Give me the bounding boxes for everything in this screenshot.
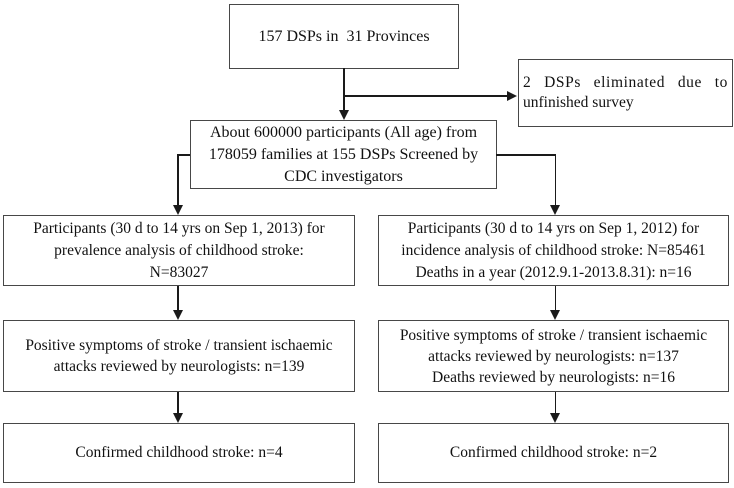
box-text-line: attacks reviewed by neurologists: n=139 <box>53 358 305 375</box>
box-text-line: incidence analysis of childhood stroke: … <box>401 241 706 259</box>
box-incidence-analysis: Participants (30 d to 14 yrs on Sep 1, 2… <box>378 215 729 286</box>
connector-screened-to-incidence-h <box>496 154 556 156</box>
box-text-line: Positive symptoms of stroke / transient … <box>399 326 708 344</box>
arrow-down-icon <box>173 205 183 215</box>
arrow-right-icon <box>507 91 517 101</box>
arrow-down-icon <box>550 413 560 423</box>
box-text-line: N=83027 <box>149 263 209 281</box>
box-text-line: Confirmed childhood stroke: n=4 <box>75 444 283 461</box>
box-text-line: attacks reviewed by neurologists: n=137 <box>428 347 679 365</box>
connector-top-to-screened <box>343 68 345 112</box>
box-text-line: Participants (30 d to 14 yrs on Sep 1, 2… <box>407 219 700 237</box>
box-text-line: unfinished survey <box>523 94 634 111</box>
connector-screened-to-prevalence-v <box>177 154 179 206</box>
box-dsps-eliminated: 2 DSPs eliminated due to unfinished surv… <box>518 59 733 127</box>
connector-screened-to-incidence-v <box>554 154 556 206</box>
box-text-line: 178059 families at 155 DSPs Screened by <box>208 145 479 163</box>
connector-incidence-to-positive <box>554 286 556 312</box>
connector-positive-to-confirmed-right <box>554 392 556 414</box>
box-positive-symptoms-incidence: Positive symptoms of stroke / transient … <box>378 320 729 392</box>
box-text-line: About 600000 participants (All age) from <box>209 123 478 141</box>
arrow-down-icon <box>550 310 560 320</box>
box-text-line: Confirmed childhood stroke: n=2 <box>449 444 658 461</box>
box-text-line: Deaths in a year (2012.9.1-2013.8.31): n… <box>415 263 692 281</box>
box-text-line: 157 DSPs in 31 Provinces <box>258 27 430 45</box>
connector-prevalence-to-positive <box>177 286 179 312</box>
box-prevalence-analysis: Participants (30 d to 14 yrs on Sep 1, 2… <box>3 215 355 286</box>
box-confirmed-stroke-incidence: Confirmed childhood stroke: n=2 <box>378 423 729 483</box>
connector-positive-to-confirmed-left <box>177 392 179 414</box>
box-text-line: CDC investigators <box>284 167 403 185</box>
box-text-line: Participants (30 d to 14 yrs on Sep 1, 2… <box>33 219 325 237</box>
arrow-down-icon <box>173 310 183 320</box>
box-confirmed-stroke-prevalence: Confirmed childhood stroke: n=4 <box>3 423 355 483</box>
box-participants-screened: About 600000 participants (All age) from… <box>190 120 497 189</box>
connector-branch-to-eliminated <box>343 95 508 97</box>
arrow-down-icon <box>339 110 349 120</box>
connector-screened-to-prevalence-h <box>177 154 190 156</box>
box-positive-symptoms-prevalence: Positive symptoms of stroke / transient … <box>3 320 355 392</box>
box-text-line: Deaths reviewed by neurologists: n=16 <box>432 368 675 386</box>
arrow-down-icon <box>173 413 183 423</box>
box-text-line: 2 DSPs eliminated due to <box>523 74 728 91</box>
box-text-line: prevalence analysis of childhood stroke: <box>54 241 304 259</box>
box-dsps-total: 157 DSPs in 31 Provinces <box>229 4 459 69</box>
arrow-down-icon <box>550 205 560 215</box>
box-text-line: Positive symptoms of stroke / transient … <box>25 337 333 354</box>
